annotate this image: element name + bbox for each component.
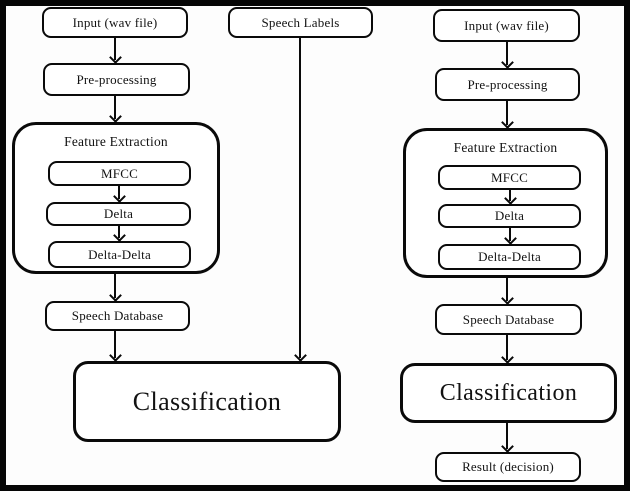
node-input-wav-left: Input (wav file) [42,7,188,38]
node-preprocessing-left: Pre-processing [43,63,190,96]
arrow-featureextraction-speechdb-right [500,278,514,304]
node-delta-delta-right: Delta-Delta [438,244,581,270]
node-delta-delta-left: Delta-Delta [48,241,191,268]
node-delta-left: Delta [46,202,191,226]
node-classification-right: Classification [400,363,617,423]
group-feature-extraction-right: Feature Extraction MFCC Delta Delta-Delt… [403,128,608,278]
node-preprocessing-right: Pre-processing [435,68,580,101]
node-speech-database-right: Speech Database [435,304,582,335]
arrow-classification-result-right [500,423,514,452]
node-classification-left: Classification [73,361,341,442]
node-speech-database-left: Speech Database [45,301,190,331]
node-input-wav-right: Input (wav file) [433,9,580,42]
node-speech-labels: Speech Labels [228,7,373,38]
arrow-preprocessing-featureextraction-left [108,96,122,122]
arrow-input-preprocessing-right [500,42,514,68]
feature-extraction-title-right: Feature Extraction [453,140,558,155]
arrow-input-preprocessing-left [108,38,122,63]
arrow-delta-deltadelta-left [112,226,126,241]
arrow-delta-deltadelta-right [503,228,517,244]
node-result-decision: Result (decision) [435,452,581,482]
node-mfcc-left: MFCC [48,161,191,186]
arrow-speechdb-classification-right [500,335,514,363]
group-feature-extraction-left: Feature Extraction MFCC Delta Delta-Delt… [12,122,220,274]
node-mfcc-right: MFCC [438,165,581,190]
arrow-speechdb-classification-left [108,331,122,361]
arrow-preprocessing-featureextraction-right [500,101,514,128]
arrow-mfcc-delta-left [112,186,126,202]
feature-extraction-title-left: Feature Extraction [64,134,168,149]
arrow-featureextraction-speechdb-left [108,274,122,301]
arrow-mfcc-delta-right [503,190,517,204]
node-delta-right: Delta [438,204,581,228]
arrow-speechlabels-classification [293,38,307,361]
